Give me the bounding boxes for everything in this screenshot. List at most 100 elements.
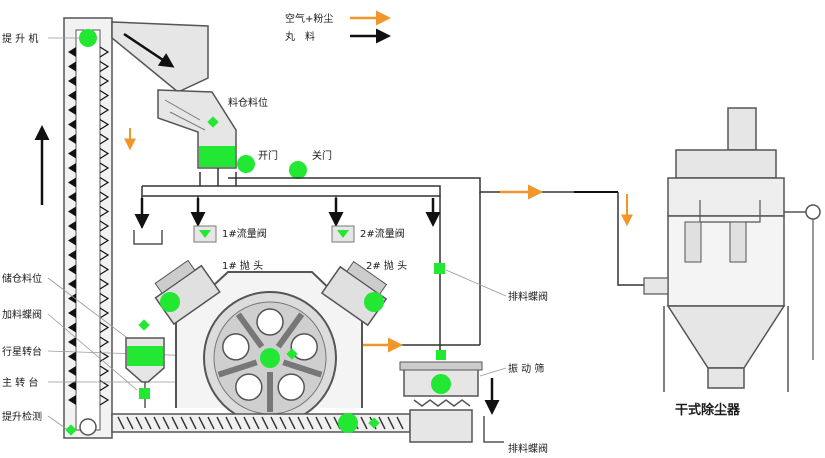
elevator-bucket-left [68, 177, 76, 188]
elevator-bucket-right [99, 321, 110, 334]
planet-station [256, 308, 284, 336]
elevator-bucket-left [68, 61, 76, 72]
elevator-pulley [79, 418, 97, 436]
label-planet-turntable: 行星转台 [2, 345, 42, 358]
elevator-bucket-left [68, 337, 76, 347]
screw-flight [270, 416, 278, 430]
legend: 空气+粉尘 丸 料 [285, 10, 391, 44]
elevator-bucket-left [68, 235, 76, 246]
elevator-bucket-left [68, 380, 76, 391]
label-vibrating-screen: 振 动 筛 [508, 362, 544, 375]
label-feed-butterfly: 加料蝶阀 [2, 308, 42, 321]
separator-hopper: 料仓料位 [157, 89, 268, 169]
elevator-bucket-right [99, 394, 110, 406]
blast-chamber [154, 259, 388, 425]
elevator-bucket-left [68, 250, 76, 260]
legend-pellet-label: 丸 料 [285, 30, 315, 43]
screw-flight [288, 416, 296, 430]
label-elevator: 提 升 机 [2, 32, 38, 45]
throw-head-1-indicator [160, 292, 180, 312]
flow-valve-1: 1#流量阀 [193, 225, 267, 243]
elevator-bucket-left [68, 293, 76, 304]
screw-flight [117, 416, 125, 430]
screw-flight [252, 416, 260, 430]
elevator-bucket-left [68, 90, 76, 101]
bucket-elevator [34, 17, 113, 439]
left-labels: 提 升 机 储仓料位 加料蝶阀 行星转台 主 转 台 提升检测 [2, 32, 261, 436]
screw-flight [144, 416, 152, 430]
planet-stations [217, 308, 323, 412]
elevator-bucket-left [68, 366, 76, 376]
elevator-bucket-left [68, 163, 76, 173]
label-flow-valve-1: 1#流量阀 [222, 227, 267, 240]
elevator-bucket-left [68, 119, 76, 130]
label-flow-valve-2: 2#流量阀 [360, 227, 405, 240]
elevator-bucket-left [68, 105, 76, 115]
screw-flight [261, 416, 269, 430]
elevator-bucket-right [99, 176, 110, 189]
elevator-buckets [68, 46, 110, 406]
elevator-bucket-left [68, 351, 76, 362]
elevator-bucket-left [68, 395, 76, 405]
elevator-bucket-right [99, 307, 110, 319]
screw-flight [198, 416, 206, 430]
label-close-gate: 关门 [312, 149, 332, 162]
elevator-bucket-right [99, 60, 110, 73]
hopper-fill-level [199, 146, 235, 167]
elevator-bucket-left [68, 264, 76, 275]
main-turntable-indicator [260, 348, 280, 368]
elevator-bucket-left [68, 322, 76, 333]
elevator-bucket-right [99, 133, 110, 145]
elevator-bucket-right [99, 278, 110, 290]
elevator-bucket-left [68, 206, 76, 217]
elevator-bucket-right [99, 75, 110, 87]
elevator-bucket-right [99, 205, 110, 218]
screw-flight [360, 416, 368, 430]
throw-head-2-indicator [364, 292, 384, 312]
elevator-bucket-right [99, 147, 110, 160]
screw-flight [315, 416, 323, 430]
storage-bin [125, 319, 165, 408]
screw-flight [153, 416, 161, 430]
dust-collector: 干式除尘器 [621, 107, 821, 418]
screw-flight [297, 416, 305, 430]
discharge-butterfly-indicator [434, 263, 445, 274]
label-main-turntable: 主 转 台 [2, 376, 38, 389]
screw-flight [225, 416, 233, 430]
planet-station [277, 373, 305, 401]
open-gate-indicator [237, 155, 255, 173]
elevator-bucket-left [68, 308, 76, 318]
elevator-bucket-right [99, 118, 110, 131]
screw-flight [279, 416, 287, 430]
screw-flight [378, 416, 386, 430]
elevator-bucket-right [99, 89, 110, 102]
elevator-indicator [79, 29, 97, 47]
elevator-bucket-right [99, 162, 110, 174]
elevator-bucket-right [99, 220, 110, 232]
planet-station [222, 333, 250, 361]
collector-gauge-icon [805, 204, 821, 220]
screw-flight [171, 416, 179, 430]
screw-flight [135, 416, 143, 430]
elevator-bucket-right [99, 263, 110, 276]
screw-conveyor-indicator [338, 413, 358, 433]
flow-valve-2: 2#流量阀 [331, 225, 405, 243]
screw-flight [162, 416, 170, 430]
chute-pellet-arrow-icon [123, 32, 175, 68]
close-gate-indicator [289, 161, 307, 179]
screw-flight [216, 416, 224, 430]
planet-turntable-indicator [286, 348, 298, 360]
elevator-bucket-right [99, 365, 110, 377]
small-bin [133, 230, 163, 245]
top-chute [111, 21, 209, 93]
label-open-gate: 开门 [258, 149, 278, 162]
screw-flight [306, 416, 314, 430]
screw-flight [396, 416, 404, 430]
elevator-bucket-left [68, 76, 76, 86]
vibrating-screen-indicator [431, 374, 451, 394]
elevator-bucket-right [99, 234, 110, 247]
elevator-bucket-left [68, 148, 76, 159]
screw-flight [243, 416, 251, 430]
elevator-bucket-right [99, 191, 110, 203]
